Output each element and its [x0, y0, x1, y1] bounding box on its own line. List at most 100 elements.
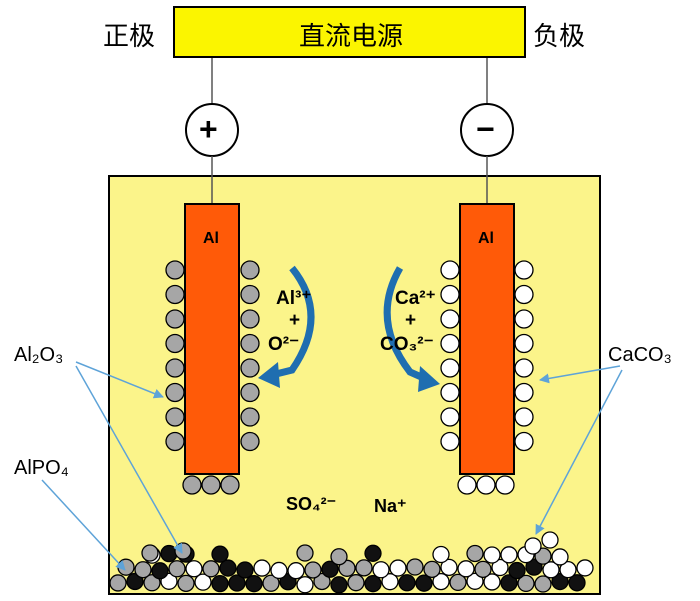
anode-ion-al: Al³⁺: [276, 288, 312, 309]
sulfate-ion: SO₄²⁻: [286, 494, 337, 514]
alpo4-particle: [321, 560, 339, 578]
alpo4-particle: [508, 561, 526, 580]
al2o3-particle: [296, 544, 314, 562]
al2o3-particle: [517, 574, 535, 593]
caco3-particle: [389, 559, 407, 577]
sediment-layer: [109, 531, 594, 594]
caco3-particle: [296, 576, 314, 594]
al2o3-particle: [313, 572, 331, 591]
al2o3-particle: [474, 560, 492, 578]
caco3-particle: [185, 560, 203, 578]
caco3-particle: [270, 561, 288, 580]
al2o3-particle: [240, 309, 260, 329]
al2o3-particle: [406, 558, 424, 576]
cathode-reaction-arrow: [383, 266, 440, 392]
caco3-particle: [559, 560, 577, 579]
al2o3-particle: [240, 284, 260, 305]
caco3-particle: [440, 260, 460, 280]
alpo4-particle: [330, 576, 348, 594]
al2o3-particle: [165, 260, 185, 280]
al2o3-particle: [177, 574, 195, 593]
caco3-particle: [514, 333, 534, 354]
alpo4-particle: [500, 574, 518, 592]
cathode-ion-ca: Ca²⁺: [395, 288, 436, 309]
caco3-particle: [514, 382, 534, 403]
al2o3-particle: [165, 407, 185, 427]
alpo4-particle: [228, 574, 246, 592]
al2o3-particle: [117, 558, 135, 576]
al2o3-particle: [165, 333, 185, 354]
power-supply-box: [173, 6, 526, 58]
caco3-particle: [495, 475, 515, 495]
al2o3-particle: [165, 284, 185, 305]
al2o3-particle: [330, 548, 348, 566]
alpo4-particle: [160, 544, 178, 563]
caco3-particle: [440, 431, 460, 452]
cathode-electrode: [459, 203, 515, 475]
alpo4-particle: [236, 561, 254, 579]
caco3-particle: [514, 358, 534, 378]
anode-plus: +: [289, 310, 301, 331]
alpo4-particle: [364, 544, 382, 562]
caco3-particle: [500, 546, 518, 564]
al2o3-particle: [165, 358, 185, 378]
caco3-coating: [440, 260, 534, 495]
al2o3-particle: [109, 574, 127, 592]
caco3-particle: [194, 573, 212, 591]
caco3-particle: [466, 572, 484, 590]
al2o3-particle: [466, 544, 484, 563]
al2o3-particle: [143, 574, 161, 592]
al2o3-particle: [449, 573, 467, 592]
al2o3-particle: [304, 561, 322, 579]
al2o3-particle: [240, 431, 260, 452]
al2o3-particle: [355, 559, 373, 577]
caco3-particle: [524, 537, 542, 555]
al2o3-particle: [240, 333, 260, 354]
al2o3-particle: [240, 260, 260, 280]
al2o3-particle: [202, 560, 220, 578]
caco3-particle: [440, 358, 460, 378]
caco3-particle: [381, 573, 399, 591]
cathode-plus: +: [405, 310, 417, 331]
al2o3-particle: [240, 358, 260, 378]
cathode-ion-co3: CO₃²⁻: [380, 334, 434, 355]
caco3-particle: [440, 382, 460, 403]
positive-pole-label: 正极: [103, 22, 156, 52]
anode-electrode: [184, 203, 240, 475]
al2o3-label: Al₂O₃: [14, 344, 64, 366]
caco3-particle: [440, 309, 460, 329]
caco3-particle: [432, 545, 450, 564]
al2o3-particle: [347, 574, 365, 592]
caco3-particle: [457, 560, 475, 578]
sodium-ion: Na⁺: [374, 496, 407, 516]
caco3-particle: [514, 407, 534, 427]
caco3-particle: [514, 284, 534, 305]
caco3-particle: [483, 546, 501, 564]
alpo4-particle: [211, 574, 229, 593]
anode-ion-o: O²⁻: [268, 334, 300, 355]
caco3-particle: [440, 407, 460, 427]
alpo4-particle: [568, 574, 586, 592]
caco3-particle: [576, 559, 594, 577]
caco3-particle: [372, 561, 390, 579]
caco3-particle: [514, 260, 534, 280]
caco3-particle: [476, 475, 496, 495]
power-supply-label: 直流电源: [299, 22, 404, 52]
al2o3-particle: [165, 382, 185, 403]
caco3-particle: [253, 559, 271, 577]
caco3-particle: [514, 431, 534, 452]
alpo4-particle: [364, 575, 382, 593]
cathode-label: Al: [478, 230, 494, 247]
caco3-particle: [432, 572, 450, 591]
caco3-particle: [457, 475, 477, 495]
caco3-pointers: [535, 365, 623, 535]
alpo4-particle: [219, 559, 237, 577]
alpo4-particle: [551, 572, 569, 591]
alpo4-particle: [245, 575, 263, 593]
positive-symbol: +: [199, 111, 218, 147]
al2o3-pointers: [75, 361, 183, 554]
al2o3-particle: [201, 475, 221, 495]
caco3-particle: [542, 561, 560, 579]
caco3-particle: [541, 531, 559, 549]
caco3-particle: [440, 333, 460, 354]
